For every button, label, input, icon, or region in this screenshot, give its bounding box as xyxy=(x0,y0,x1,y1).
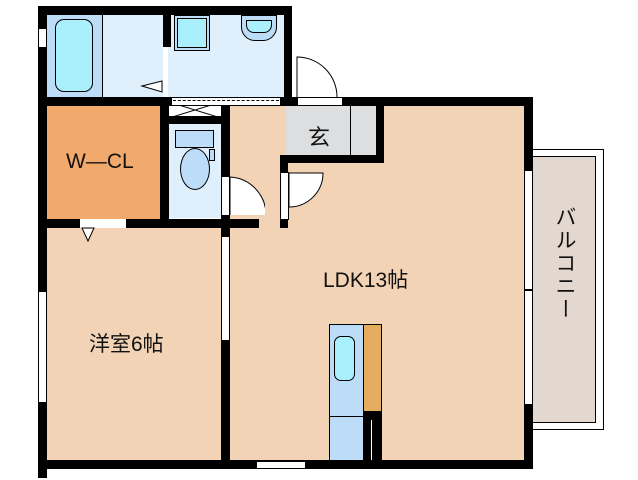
wall xyxy=(38,97,173,106)
room-label-balcony: バルコニー xyxy=(553,206,576,321)
closet-door[interactable] xyxy=(80,219,126,228)
wall xyxy=(160,116,230,124)
kitchen-line xyxy=(371,420,372,460)
room-label-western: 洋室6帖 xyxy=(89,333,164,356)
bathtub-icon xyxy=(55,19,93,92)
room-wcl xyxy=(46,105,160,220)
toilet-door-swing-icon xyxy=(229,176,265,215)
room-label-ldk: LDK13帖 xyxy=(323,269,409,292)
window-left-top[interactable] xyxy=(38,28,47,48)
door-triangle-icon xyxy=(81,227,95,243)
wall xyxy=(280,155,384,163)
sliding-door-west[interactable] xyxy=(221,236,230,341)
genkan-overlay xyxy=(286,105,376,157)
hall-door-swing-icon xyxy=(288,172,324,208)
sliding-door-washroom[interactable] xyxy=(172,97,280,106)
window-right-2[interactable] xyxy=(524,290,533,405)
room-label-wcl: W—CL xyxy=(66,150,134,173)
window-right-1[interactable] xyxy=(524,170,533,290)
room-western xyxy=(46,228,221,460)
wall xyxy=(160,97,169,228)
door-swing-icon xyxy=(140,80,163,93)
room-label-genkan-text: 玄 xyxy=(308,125,331,150)
toilet-button xyxy=(209,149,215,161)
window-bottom[interactable] xyxy=(256,461,306,469)
kitchen-storage xyxy=(363,324,382,412)
door-dash xyxy=(173,100,279,101)
wall xyxy=(163,9,171,47)
entrance-door[interactable] xyxy=(297,97,343,106)
wall xyxy=(38,219,259,228)
toilet-tank-icon xyxy=(175,130,214,148)
window-left[interactable] xyxy=(38,291,47,403)
wall xyxy=(252,97,532,106)
washing-machine-inner xyxy=(177,18,207,48)
bath-divider xyxy=(102,14,103,98)
wall xyxy=(376,97,384,163)
kitchen-divider xyxy=(329,416,364,417)
kitchen-sink-icon xyxy=(334,336,355,381)
wall xyxy=(363,411,382,463)
room-balcony xyxy=(532,156,596,423)
sink-basin xyxy=(246,20,272,33)
genkan-divider-2 xyxy=(350,105,351,157)
wall xyxy=(284,6,292,105)
wall xyxy=(221,219,230,469)
wall xyxy=(38,6,47,478)
toilet-bowl-icon xyxy=(180,148,210,190)
entrance-door-swing-icon xyxy=(296,56,338,98)
wall xyxy=(221,97,230,228)
